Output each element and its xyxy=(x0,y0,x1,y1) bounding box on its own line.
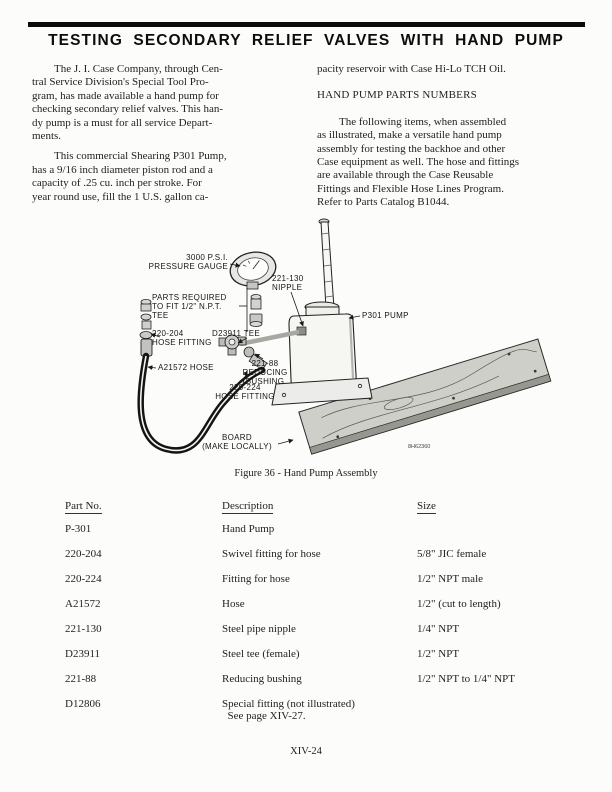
part-no-cell: 220-224 xyxy=(65,573,102,585)
column-right: pacity reservoir with Case Hi-Lo TCH Oil… xyxy=(317,63,580,217)
paragraph: The following items, when assembled as i… xyxy=(317,115,520,209)
description-cell: Steel pipe nipple xyxy=(222,623,296,635)
size-cell xyxy=(417,698,549,735)
callout-leader-lines xyxy=(147,262,361,445)
description-cell: Reducing bushing xyxy=(222,673,302,685)
page-number: XIV-24 xyxy=(290,746,322,757)
figure-caption: Figure 36 - Hand Pump Assembly xyxy=(234,468,378,479)
loose-fittings-drawing xyxy=(249,294,263,327)
description-cell: Special fitting (not illustrated) See pa… xyxy=(222,698,355,722)
part-no-cell: D23911 xyxy=(65,648,101,660)
part-no-cell: 221-88 xyxy=(65,673,97,685)
description-cell: Fitting for hose xyxy=(222,573,290,585)
hand-pump-assembly-figure: 3000 P.S.I. PRESSURE GAUGE 221-130 NIPPLE… xyxy=(0,218,612,468)
part-no-cell: A21572 xyxy=(65,598,101,610)
pipe-drawing xyxy=(239,329,300,347)
pump-p301-label: P301 PUMP xyxy=(362,311,409,320)
description-cell: Steel tee (female) xyxy=(222,648,300,660)
size-cell: 1/2" NPT xyxy=(417,648,460,660)
page-title: TESTING SECONDARY RELIEF VALVES WITH HAN… xyxy=(48,32,564,49)
column-header-description: Description xyxy=(222,500,274,514)
column-left: The J. I. Case Company, through Cen- tra… xyxy=(32,63,295,217)
size-cell: 1/2" NPT male xyxy=(417,573,484,585)
parts-table-body: P-301 Hand Pump 220-204 Swivel fitting for … xyxy=(65,523,549,735)
size-cell: 1/4" NPT xyxy=(417,623,460,635)
hose-fitting-220-224-label: 220-224 HOSE FITTING xyxy=(215,383,275,401)
column-header-part-no: Part No. xyxy=(65,500,102,514)
paragraph: pacity reservoir with Case Hi-Lo TCH Oil… xyxy=(317,63,506,75)
column-header-size: Size xyxy=(417,500,436,514)
hose-fitting-220-204-label: 220-204 HOSE FITTING xyxy=(152,329,212,347)
hose-drawing xyxy=(137,352,266,454)
table-row: 221-130 Steel pipe nipple 1/4" NPT xyxy=(65,623,549,648)
part-no-cell: 221-130 xyxy=(65,623,102,635)
table-header-row: Part No. Description Size xyxy=(65,500,549,523)
size-cell: 5/8" JIC female xyxy=(417,548,487,560)
pump-handle-drawing xyxy=(318,218,335,309)
body-columns: The J. I. Case Company, through Cen- tra… xyxy=(32,63,580,217)
part-no-cell: P-301 xyxy=(65,523,92,535)
paragraph: This commercial Shearing P301 Pump, has … xyxy=(32,150,227,203)
part-no-cell: D12806 xyxy=(65,698,101,710)
gauge-stem-drawing xyxy=(246,281,259,290)
pump-body-drawing xyxy=(271,301,373,406)
board-drawing xyxy=(298,338,552,455)
table-row: 220-224 Fitting for hose 1/2" NPT male xyxy=(65,573,549,598)
table-row: 221-88 Reducing bushing 1/2" NPT to 1/4" N… xyxy=(65,673,549,698)
paragraph: The J. I. Case Company, through Cen- tra… xyxy=(32,63,224,143)
size-cell xyxy=(417,523,549,548)
nipple-221-130-label: 221-130 NIPPLE xyxy=(272,274,304,292)
pressure-gauge-drawing xyxy=(229,251,277,287)
hose-a21572-label: A21572 HOSE xyxy=(158,363,214,372)
table-row: D12806 Special fitting (not illustrated) … xyxy=(65,698,549,735)
description-cell: Swivel fitting for hose xyxy=(222,548,321,560)
size-cell: 1/2" NPT to 1/4" NPT xyxy=(417,673,516,685)
tee-d23911-label: D23911 TEE xyxy=(212,329,261,338)
size-cell: 1/2" (cut to length) xyxy=(417,598,501,610)
description-cell: Hose xyxy=(222,598,245,610)
bushing-and-fitting-drawing xyxy=(243,346,268,371)
board-label: BOARD (MAKE LOCALLY) xyxy=(202,433,272,451)
table-row: 220-204 Swivel fitting for hose 5/8" JIC f… xyxy=(65,548,549,573)
reducing-bushing-221-88-label: 221-88 REDUCING BUSHING xyxy=(242,359,288,386)
hand-pump-illustration xyxy=(137,218,552,455)
parts-table: Part No. Description Size P-301 Hand Pump… xyxy=(65,500,549,735)
section-heading: HAND PUMP PARTS NUMBERS xyxy=(317,89,477,102)
photo-id: 8H62360 xyxy=(408,444,431,450)
hose-fitting-stack-drawing xyxy=(139,299,153,357)
pressure-gauge-label: 3000 P.S.I. PRESSURE GAUGE xyxy=(148,253,228,271)
parts-required-label: PARTS REQUIRED TO FIT 1/2" N.P.T. TEE xyxy=(152,293,227,320)
table-row: A21572 Hose 1/2" (cut to length) xyxy=(65,598,549,623)
description-cell: Hand Pump xyxy=(222,523,275,535)
table-row: P-301 Hand Pump xyxy=(65,523,549,548)
part-no-cell: 220-204 xyxy=(65,548,102,560)
table-row: D23911 Steel tee (female) 1/2" NPT xyxy=(65,648,549,673)
header-rule xyxy=(28,22,585,27)
